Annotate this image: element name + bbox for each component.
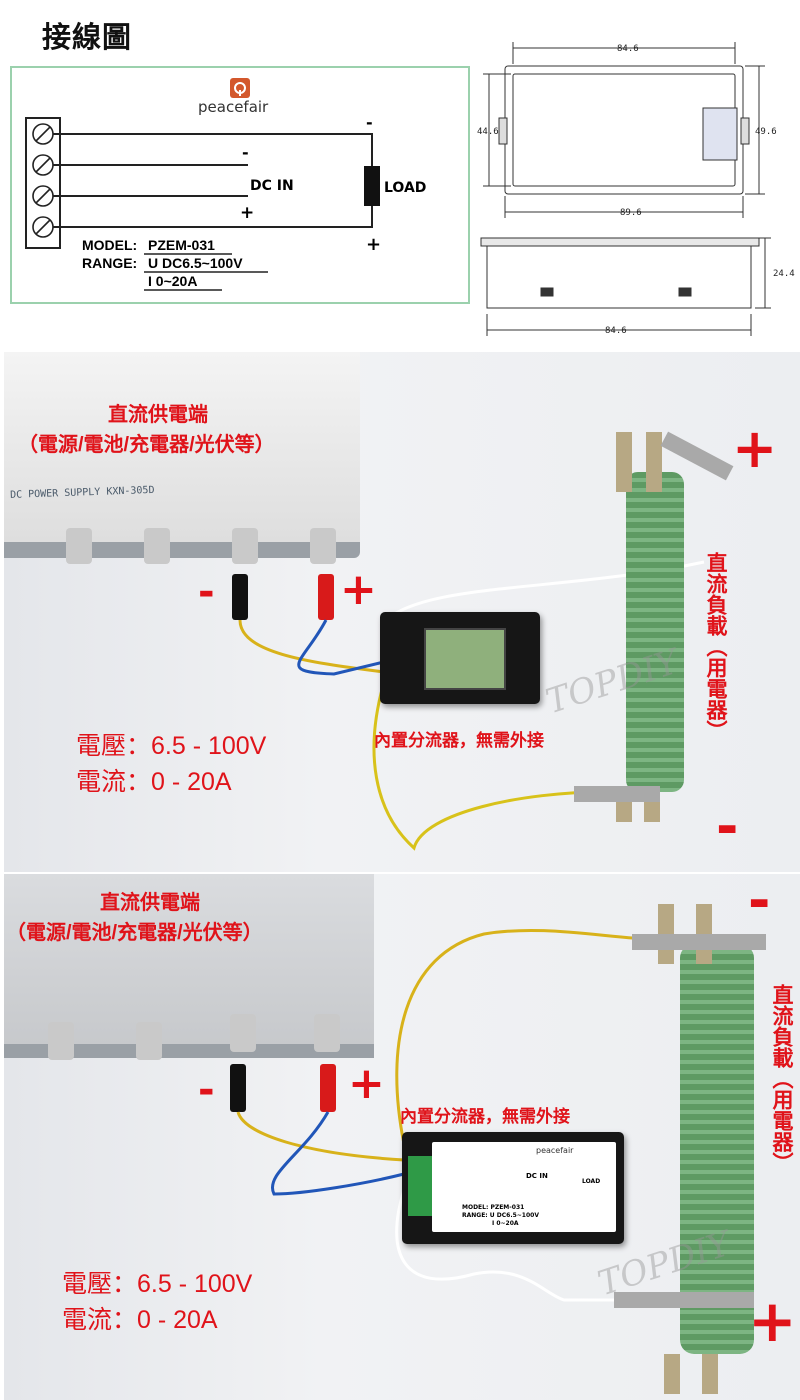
range-u: U DC6.5~100V bbox=[148, 255, 243, 271]
load-plus: + bbox=[366, 234, 381, 255]
psu-plus-sign: + bbox=[348, 1058, 385, 1109]
psu-knob bbox=[136, 1022, 162, 1060]
meter-label-panel: peacefair DC IN LOAD MODEL: PZEM-031 RAN… bbox=[432, 1142, 616, 1232]
load-plus-sign: + bbox=[748, 1287, 797, 1355]
meter-model: MODEL: PZEM-031 bbox=[462, 1204, 525, 1211]
psu-plus-sign: + bbox=[340, 564, 377, 615]
model-value: PZEM-031 bbox=[148, 237, 215, 253]
red-banana-plug bbox=[318, 574, 334, 620]
current-range: 電流：0 - 20A bbox=[76, 768, 232, 796]
meter-device: peacefair DC IN LOAD MODEL: PZEM-031 RAN… bbox=[402, 1132, 624, 1244]
page-title: 接線圖 bbox=[42, 20, 133, 54]
meter-dc-in: DC IN bbox=[526, 1172, 548, 1180]
load-resistor-symbol bbox=[364, 166, 380, 206]
meter-load: LOAD bbox=[582, 1178, 601, 1185]
photo-setup-2: peacefair DC IN LOAD MODEL: PZEM-031 RAN… bbox=[4, 874, 800, 1400]
black-banana-plug bbox=[230, 1064, 246, 1112]
dim-side-width: 84.6 bbox=[605, 326, 627, 336]
dim-depth: 24.4 bbox=[773, 269, 795, 279]
load-label: LOAD bbox=[384, 180, 426, 196]
meter-brand: peacefair bbox=[536, 1146, 574, 1155]
dc-in-label: DC IN bbox=[250, 178, 294, 194]
dim-outer-height: 49.6 bbox=[755, 127, 777, 137]
voltage-range: 電壓：6.5 - 100V bbox=[76, 732, 267, 760]
load-plus-sign: + bbox=[732, 417, 778, 480]
model-label: MODEL: bbox=[82, 237, 137, 253]
load-resistor bbox=[680, 944, 754, 1354]
dim-inner-height: 44.6 bbox=[477, 127, 499, 137]
resistor-bracket bbox=[646, 432, 662, 492]
meter-device bbox=[380, 612, 540, 704]
current-range: 電流：0 - 20A bbox=[62, 1306, 218, 1334]
resistor-bracket bbox=[702, 1354, 718, 1394]
psu-knob bbox=[310, 528, 336, 564]
meter-lcd bbox=[424, 628, 506, 690]
voltage-range: 電壓：6.5 - 100V bbox=[62, 1270, 253, 1298]
brand-text: peacefair bbox=[198, 98, 269, 116]
psu-knob bbox=[48, 1022, 74, 1060]
dimension-drawing: 84.6 89.6 44.6 49.6 84.6 24.4 bbox=[475, 30, 800, 350]
load-minus: - bbox=[366, 113, 373, 132]
dimension-svg: 84.6 89.6 44.6 49.6 84.6 24.4 bbox=[477, 42, 795, 336]
load-minus-sign: - bbox=[748, 874, 771, 932]
meter-current: I 0~20A bbox=[492, 1220, 519, 1227]
range-label: RANGE: bbox=[82, 255, 137, 271]
alligator-clip bbox=[614, 1292, 754, 1308]
resistor-bracket bbox=[664, 1354, 680, 1394]
source-title: 直流供電端 bbox=[108, 404, 208, 426]
peacefair-logo bbox=[230, 78, 250, 98]
psu-knob bbox=[144, 528, 170, 564]
dim-bottom-width: 89.6 bbox=[620, 208, 642, 218]
dc-in-plus: + bbox=[240, 203, 254, 223]
alligator-clip bbox=[632, 934, 766, 950]
photo-setup-1: DC POWER SUPPLY KXN-305D TOPDIY 直流供電端 （電… bbox=[4, 352, 800, 872]
source-title: 直流供電端 bbox=[100, 892, 200, 914]
alligator-clip bbox=[574, 786, 660, 802]
source-subtitle: （電源/電池/充電器/光伏等） bbox=[6, 922, 263, 944]
psu-minus-sign: - bbox=[198, 569, 215, 615]
load-minus-sign: - bbox=[716, 795, 739, 858]
dc-in-minus: - bbox=[242, 143, 249, 162]
wiring-diagram: peacefair - DC IN + - LOAD + MODEL: PZEM… bbox=[10, 66, 470, 304]
range-i: I 0~20A bbox=[148, 273, 197, 289]
photo2-wires bbox=[236, 928, 665, 1302]
dim-top-width: 84.6 bbox=[617, 44, 639, 54]
power-supply bbox=[4, 352, 360, 558]
wiring-diagram-svg: peacefair - DC IN + - LOAD + MODEL: PZEM… bbox=[25, 78, 426, 291]
resistor-bracket bbox=[616, 432, 632, 492]
meter-range: RANGE: U DC6.5~100V bbox=[462, 1212, 539, 1219]
psu-minus-sign: - bbox=[198, 1067, 215, 1113]
shunt-note: 內置分流器，無需外接 bbox=[400, 1107, 570, 1126]
terminal-screws bbox=[32, 123, 54, 238]
load-resistor bbox=[626, 472, 684, 792]
source-subtitle: （電源/電池/充電器/光伏等） bbox=[18, 434, 275, 456]
psu-knob bbox=[232, 528, 258, 564]
load-label: 直流負載（用電器） bbox=[770, 984, 793, 1173]
load-label: 直流負載（用電器） bbox=[704, 552, 727, 741]
psu-knob bbox=[66, 528, 92, 564]
psu-knob bbox=[314, 1014, 340, 1052]
psu-knob bbox=[230, 1014, 256, 1052]
black-banana-plug bbox=[232, 574, 248, 620]
shunt-note: 內置分流器，無需外接 bbox=[374, 731, 544, 750]
meter-terminal-block bbox=[408, 1156, 432, 1216]
red-banana-plug bbox=[320, 1064, 336, 1112]
